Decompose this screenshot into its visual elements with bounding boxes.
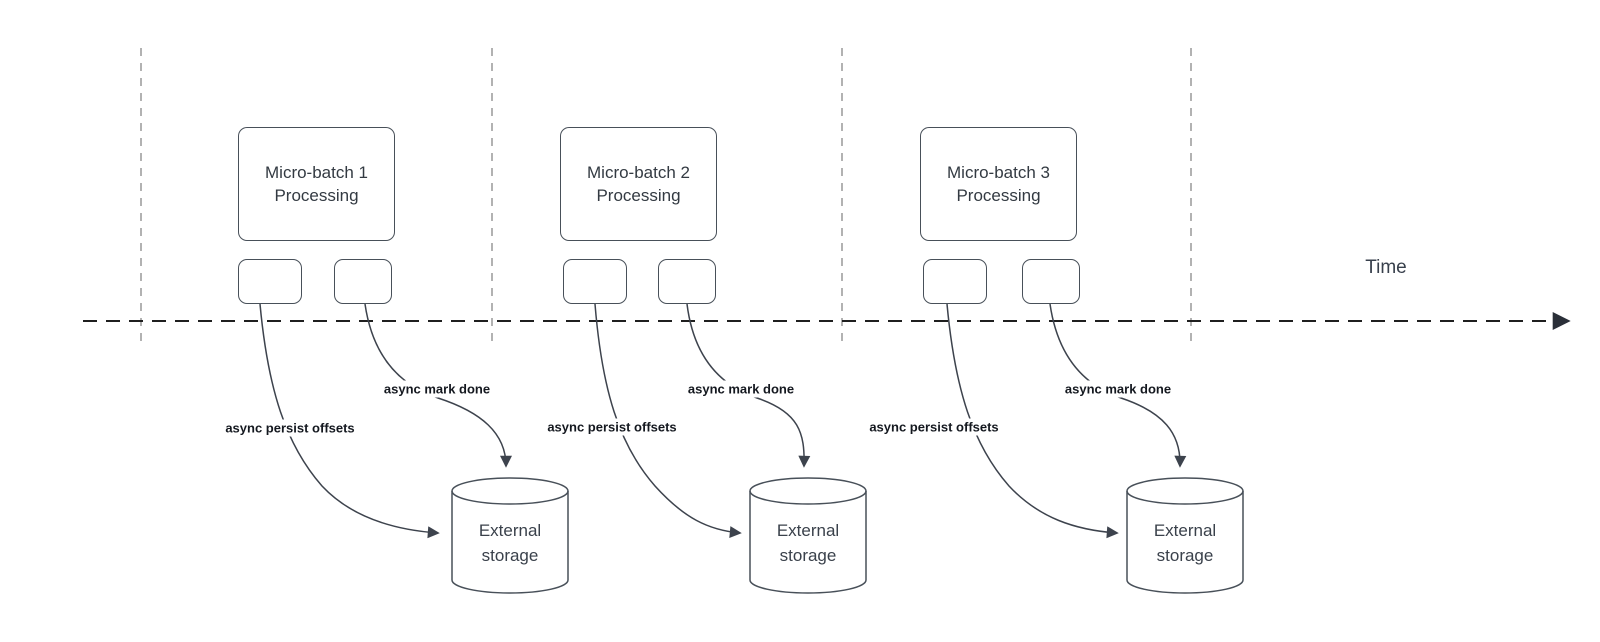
- micro-batch-1-title-line2: Processing: [274, 186, 359, 205]
- external-storage-label-2-line1: External: [776, 521, 840, 540]
- offset-task-box-1: [238, 259, 302, 304]
- micro-batch-1-processing-box: Micro-batch 1 Processing: [238, 127, 395, 241]
- micro-batch-1-title-line1: Micro-batch 1: [265, 163, 368, 182]
- persist-offsets-label-3: async persist offsets: [866, 418, 1002, 436]
- mark-done-label-3: async mark done: [1061, 380, 1175, 398]
- mark-done-arrow-2: [686, 303, 811, 468]
- persist-offsets-arrow-3: [946, 303, 1119, 539]
- external-storage-label-1-line1: External: [478, 521, 542, 540]
- micro-batch-3-title-line1: Micro-batch 3: [947, 163, 1050, 182]
- micro-batch-3-title-line2: Processing: [956, 186, 1041, 205]
- external-storage-label-3-line1: External: [1153, 521, 1217, 540]
- external-storage-label-3-line2: storage: [1156, 546, 1214, 565]
- offset-task-box-2: [563, 259, 627, 304]
- persist-offsets-arrow-1: [259, 303, 440, 539]
- mark-done-arrow-3: [1049, 303, 1187, 468]
- external-storage-cylinder-1: [451, 477, 569, 594]
- persist-offsets-label-1: async persist offsets: [222, 419, 358, 437]
- micro-batch-2-processing-box: Micro-batch 2 Processing: [560, 127, 717, 241]
- mark-done-label-2: async mark done: [684, 380, 798, 398]
- persist-offsets-arrow-2: [594, 303, 742, 539]
- mark-done-task-box-1: [334, 259, 392, 304]
- external-storage-label-2: External storage: [777, 518, 839, 568]
- mark-done-task-box-2: [658, 259, 716, 304]
- micro-batch-2-title-line2: Processing: [596, 186, 681, 205]
- external-storage-label-2-line2: storage: [779, 546, 837, 565]
- external-storage-cylinder-3: [1126, 477, 1244, 594]
- external-storage-label-3: External storage: [1154, 518, 1216, 568]
- external-storage-label-1-line2: storage: [481, 546, 539, 565]
- external-storage-cylinder-2: [749, 477, 867, 594]
- mark-done-label-1: async mark done: [380, 380, 494, 398]
- persist-offsets-label-2: async persist offsets: [544, 418, 680, 436]
- external-storage-label-1: External storage: [479, 518, 541, 568]
- micro-batch-3-processing-box: Micro-batch 3 Processing: [920, 127, 1077, 241]
- mark-done-arrow-1: [364, 303, 512, 468]
- micro-batch-2-title-line1: Micro-batch 2: [587, 163, 690, 182]
- time-axis-label: Time: [1365, 257, 1407, 278]
- offset-task-box-3: [923, 259, 987, 304]
- mark-done-task-box-3: [1022, 259, 1080, 304]
